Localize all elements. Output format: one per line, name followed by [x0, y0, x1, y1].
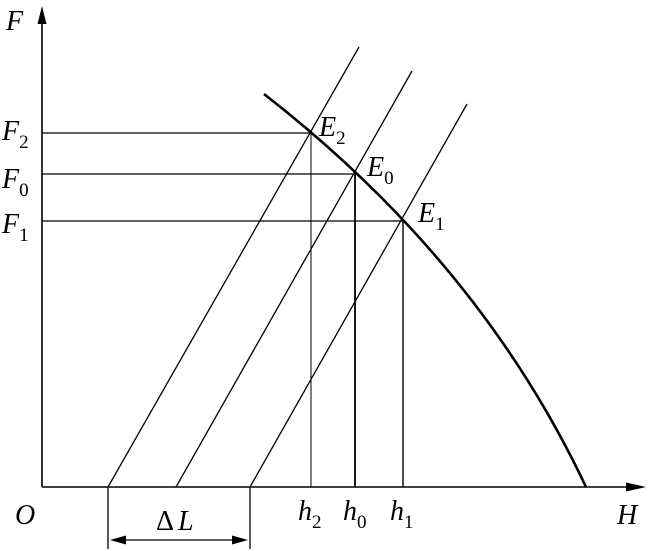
mill-elastic-lines	[107, 46, 468, 488]
elastic-line-right	[249, 103, 468, 488]
plastic-curve	[263, 92, 588, 488]
h2-label: h2	[298, 496, 322, 533]
f1-label: F1	[1, 209, 29, 246]
delta-l-right-arrowhead	[232, 535, 248, 545]
axes	[37, 6, 646, 492]
delta-l-dimension	[107, 487, 251, 549]
x-axis-arrowhead	[626, 482, 646, 492]
delta-l-left-arrowhead	[110, 535, 126, 545]
f2-label: F2	[1, 116, 29, 153]
force-level-lines	[42, 132, 403, 222]
f0-label: F0	[1, 164, 29, 201]
h0-label: h0	[343, 496, 367, 533]
y-axis-label: F	[5, 6, 24, 37]
e0-label: E0	[366, 152, 394, 189]
h1-label: h1	[390, 496, 414, 533]
elastic-line-middle	[175, 70, 413, 488]
x-axis-label: H	[616, 500, 639, 531]
origin-label: O	[15, 500, 35, 531]
e2-label: E2	[318, 112, 346, 149]
height-projection-lines	[310, 133, 404, 487]
e1-label: E1	[417, 198, 445, 235]
y-axis-arrowhead	[37, 6, 47, 24]
elastic-line-left	[107, 46, 360, 488]
